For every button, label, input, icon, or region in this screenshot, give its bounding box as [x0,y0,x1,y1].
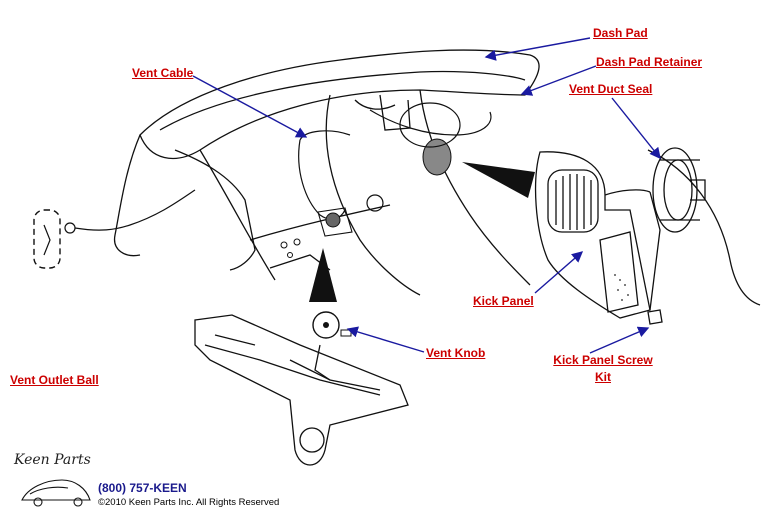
kick-panel-screw-kit-line1: Kick Panel Screw [553,353,653,367]
vent-cable-link[interactable]: Vent Cable [132,66,194,80]
vent-knob-shaft [340,329,352,337]
leader-dash-pad-retainer [520,65,597,96]
leader-kick-panel [534,251,584,294]
kick-panel-speaker-dots [614,274,629,301]
leader-vent-cable [192,75,308,138]
vent-outlet-ball-fitting [64,222,76,234]
vent-outlet-ball-detail [43,224,51,256]
kick-panel-line-art [534,151,663,325]
knob-bezel [317,207,353,237]
dashboard-line-art [113,49,540,296]
vent-knob-link[interactable]: Vent Knob [426,346,486,360]
leader-vent-knob [346,326,425,353]
vent-knob-part [312,311,340,339]
dash-pad-link[interactable]: Dash Pad [593,26,648,40]
knob-screw-3 [287,252,293,258]
leader-vent-duct-seal [611,97,661,160]
vent-outlet-ball-link[interactable]: Vent Outlet Ball [10,373,99,387]
kick-panel-link[interactable]: Kick Panel [473,294,534,308]
vent-outlet-ball-outline [33,209,61,269]
phone-number: (800) 757-KEEN [98,481,187,495]
dash-gauge [366,194,384,212]
knob-screw-2 [293,238,301,246]
zoom-pointer-duct [462,162,535,198]
vent-duct-seal-link[interactable]: Vent Duct Seal [569,82,653,96]
dash-knob [325,212,341,228]
vent-knob-assembly-line-art [194,314,409,466]
kick-panel-screw-kit-link[interactable]: Kick Panel Screw Kit [548,352,658,386]
duct-opening [422,138,452,176]
kick-panel-screw-kit-line2: Kit [595,370,611,384]
dash-pad-retainer-link[interactable]: Dash Pad Retainer [596,55,703,69]
vent-knob-part-hub [323,322,329,328]
keen-parts-logo-text: Keen Parts [14,452,91,468]
vent-duct-seal-line-art [652,147,706,233]
keen-parts-logo-car [21,479,91,507]
body-side-line [647,149,761,306]
knob-screw-1 [280,241,288,249]
leader-dash-pad [484,37,591,61]
leader-lines [192,37,661,354]
leader-kick-panel-screw-kit [589,326,650,354]
zoom-pointer-knob [309,248,337,302]
duct-housing [399,102,461,148]
copyright-notice: ©2010 Keen Parts Inc. All Rights Reserve… [98,497,280,508]
